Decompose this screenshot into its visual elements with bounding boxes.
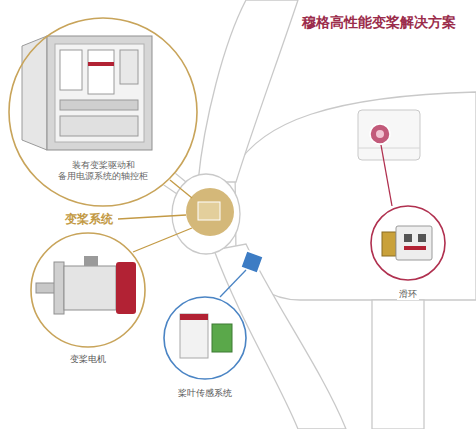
slip-ring-flange xyxy=(382,232,396,256)
sensor-board xyxy=(212,324,232,352)
leader-line xyxy=(133,228,192,252)
caption-text: 装有变桨驱动和 备用电源系统的轴控柜 xyxy=(47,160,159,183)
product-circle: 变桨电机 xyxy=(30,232,146,348)
drive-module xyxy=(88,50,114,94)
terminal-rail xyxy=(60,100,138,110)
motor-connector xyxy=(84,256,98,266)
motor-flange xyxy=(54,262,64,314)
tower-outline xyxy=(372,300,424,429)
circle-outline xyxy=(9,18,197,206)
motor-body xyxy=(64,266,116,310)
marker-inner xyxy=(198,202,220,220)
leader-line xyxy=(170,180,192,198)
leader-line xyxy=(381,145,392,206)
circle-ground xyxy=(370,205,446,281)
connector xyxy=(418,234,426,242)
nacelle-window xyxy=(358,110,420,160)
circle-ground xyxy=(8,17,198,207)
brand-strip xyxy=(88,62,114,66)
connector xyxy=(404,234,412,242)
motor-cap xyxy=(116,262,136,314)
cabinet-door xyxy=(22,36,47,150)
cabinet-inside xyxy=(55,44,144,142)
circle-outline xyxy=(163,296,247,380)
sensor-marker xyxy=(240,250,263,273)
product-label: 滑环 xyxy=(397,289,419,300)
product-label: 变桨电机 xyxy=(68,354,108,365)
hub-outline xyxy=(172,174,240,254)
motor-shaft xyxy=(36,283,56,293)
circle-outline xyxy=(31,233,145,347)
circle-ground xyxy=(163,296,247,380)
circle-outline xyxy=(30,232,146,348)
leader-line xyxy=(220,270,246,297)
circle-ground xyxy=(30,232,146,348)
cabinet-body xyxy=(47,36,152,150)
pitch-system-marker xyxy=(186,188,234,236)
product-circle: 滑环 xyxy=(370,205,446,281)
marker-inner xyxy=(376,130,384,138)
sensor-box xyxy=(180,314,208,358)
product-circle: 桨叶传感系统 xyxy=(163,296,247,380)
circle-outline xyxy=(370,205,446,281)
slip-ring-body xyxy=(396,226,432,260)
product-label: 桨叶传感系统 xyxy=(176,388,234,399)
drive-module xyxy=(60,50,82,90)
diagram-title: 穆格高性能变桨解决方案 xyxy=(302,14,456,32)
product-circle: 装有变桨驱动和 备用电源系统的轴控柜 xyxy=(8,17,198,207)
nacelle-outline xyxy=(235,92,476,300)
circle-outline xyxy=(371,206,445,280)
power-module xyxy=(120,50,138,84)
slip-ring-marker xyxy=(370,124,390,144)
part-label: 变桨系统 xyxy=(63,211,115,228)
sensor-band xyxy=(180,314,208,320)
blade-outline xyxy=(198,0,298,182)
window-line xyxy=(358,148,420,149)
circle-outline xyxy=(164,297,246,379)
brand-strip xyxy=(404,246,426,250)
battery-pack xyxy=(60,116,138,136)
leader-line xyxy=(118,215,186,219)
